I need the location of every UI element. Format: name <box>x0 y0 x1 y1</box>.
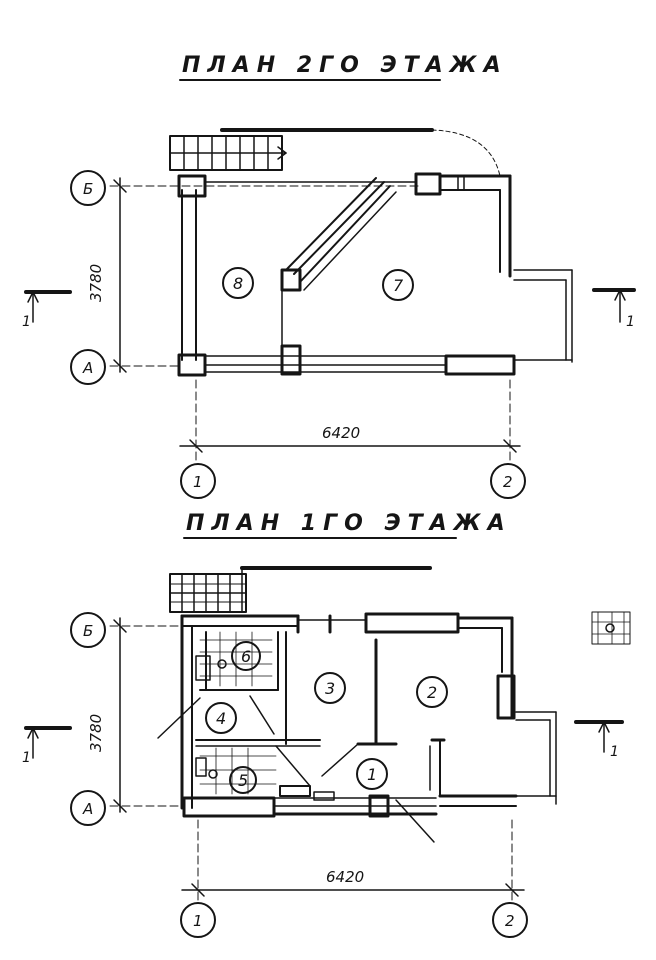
floor1-room-4-marker: 4 <box>205 702 237 734</box>
svg-text:1: 1 <box>193 912 203 930</box>
floor1-room-3-marker: 3 <box>314 672 346 704</box>
svg-text:1: 1 <box>626 314 635 330</box>
svg-text:1: 1 <box>22 314 31 330</box>
floor1-title: ПЛАН 1ГО ЭТАЖА <box>186 511 512 536</box>
floor1-dim-horizontal: 6420 <box>326 868 364 886</box>
svg-text:6: 6 <box>241 647 251 666</box>
floor2-plan: ПЛАН 2ГО ЭТАЖА <box>22 53 636 499</box>
svg-text:4: 4 <box>216 709 226 728</box>
svg-text:Б: Б <box>83 180 93 198</box>
floor2-room-7-marker: 7 <box>382 269 414 301</box>
svg-text:7: 7 <box>393 276 404 295</box>
floor1-axis-bubble-a: А <box>70 790 106 826</box>
svg-text:А: А <box>82 359 93 377</box>
floor1-room-1-marker: 1 <box>356 758 388 790</box>
floor1-section-mark-left: 1 <box>22 726 72 766</box>
floor2-section-mark-right: 1 <box>592 288 636 330</box>
floor2-dim-horizontal: 6420 <box>322 424 360 442</box>
svg-text:5: 5 <box>238 771 248 790</box>
svg-text:1: 1 <box>367 765 377 784</box>
floor1-axis-bubble-1: 1 <box>180 902 216 938</box>
floor2-dim-vertical: 3780 <box>87 264 105 302</box>
floor2-axis-bubble-b: Б <box>70 170 106 206</box>
floor1-dim-vertical: 3780 <box>87 714 105 752</box>
floor1-axis-bubble-b: Б <box>70 612 106 648</box>
floor2-stair <box>169 128 501 177</box>
svg-text:1: 1 <box>22 750 31 766</box>
floor2-axis-bubble-a: А <box>70 349 106 385</box>
floor1-section-mark-right: 1 <box>574 720 624 760</box>
svg-text:1: 1 <box>193 473 203 491</box>
svg-text:2: 2 <box>427 683 437 702</box>
floor2-axis-bubble-2: 2 <box>490 463 526 499</box>
svg-text:2: 2 <box>503 473 513 491</box>
floor2-axis-bubble-1: 1 <box>180 463 216 499</box>
svg-text:Б: Б <box>83 622 93 640</box>
floor1-axis-bubble-2: 2 <box>492 902 528 938</box>
svg-text:1: 1 <box>610 744 619 760</box>
floor1-walls <box>157 612 557 843</box>
floor2-room-8-marker: 8 <box>222 267 254 299</box>
floor1-room-6-marker: 6 <box>231 641 261 671</box>
svg-text:2: 2 <box>505 912 515 930</box>
svg-text:8: 8 <box>233 274 243 293</box>
floor1-stair <box>169 566 432 613</box>
floor1-axes <box>109 617 525 903</box>
svg-text:3: 3 <box>325 679 335 698</box>
floor1-key-plan-icon <box>591 611 631 645</box>
floor1-plan: ПЛАН 1ГО ЭТАЖА <box>22 511 631 938</box>
floor1-room-2-marker: 2 <box>416 676 448 708</box>
floor2-axes <box>109 177 521 463</box>
svg-text:А: А <box>82 800 93 818</box>
floor2-walls <box>177 172 573 377</box>
floor1-room-5-marker: 5 <box>229 766 257 794</box>
floor2-section-mark-left: 1 <box>22 290 72 330</box>
floor2-title: ПЛАН 2ГО ЭТАЖА <box>182 53 508 78</box>
